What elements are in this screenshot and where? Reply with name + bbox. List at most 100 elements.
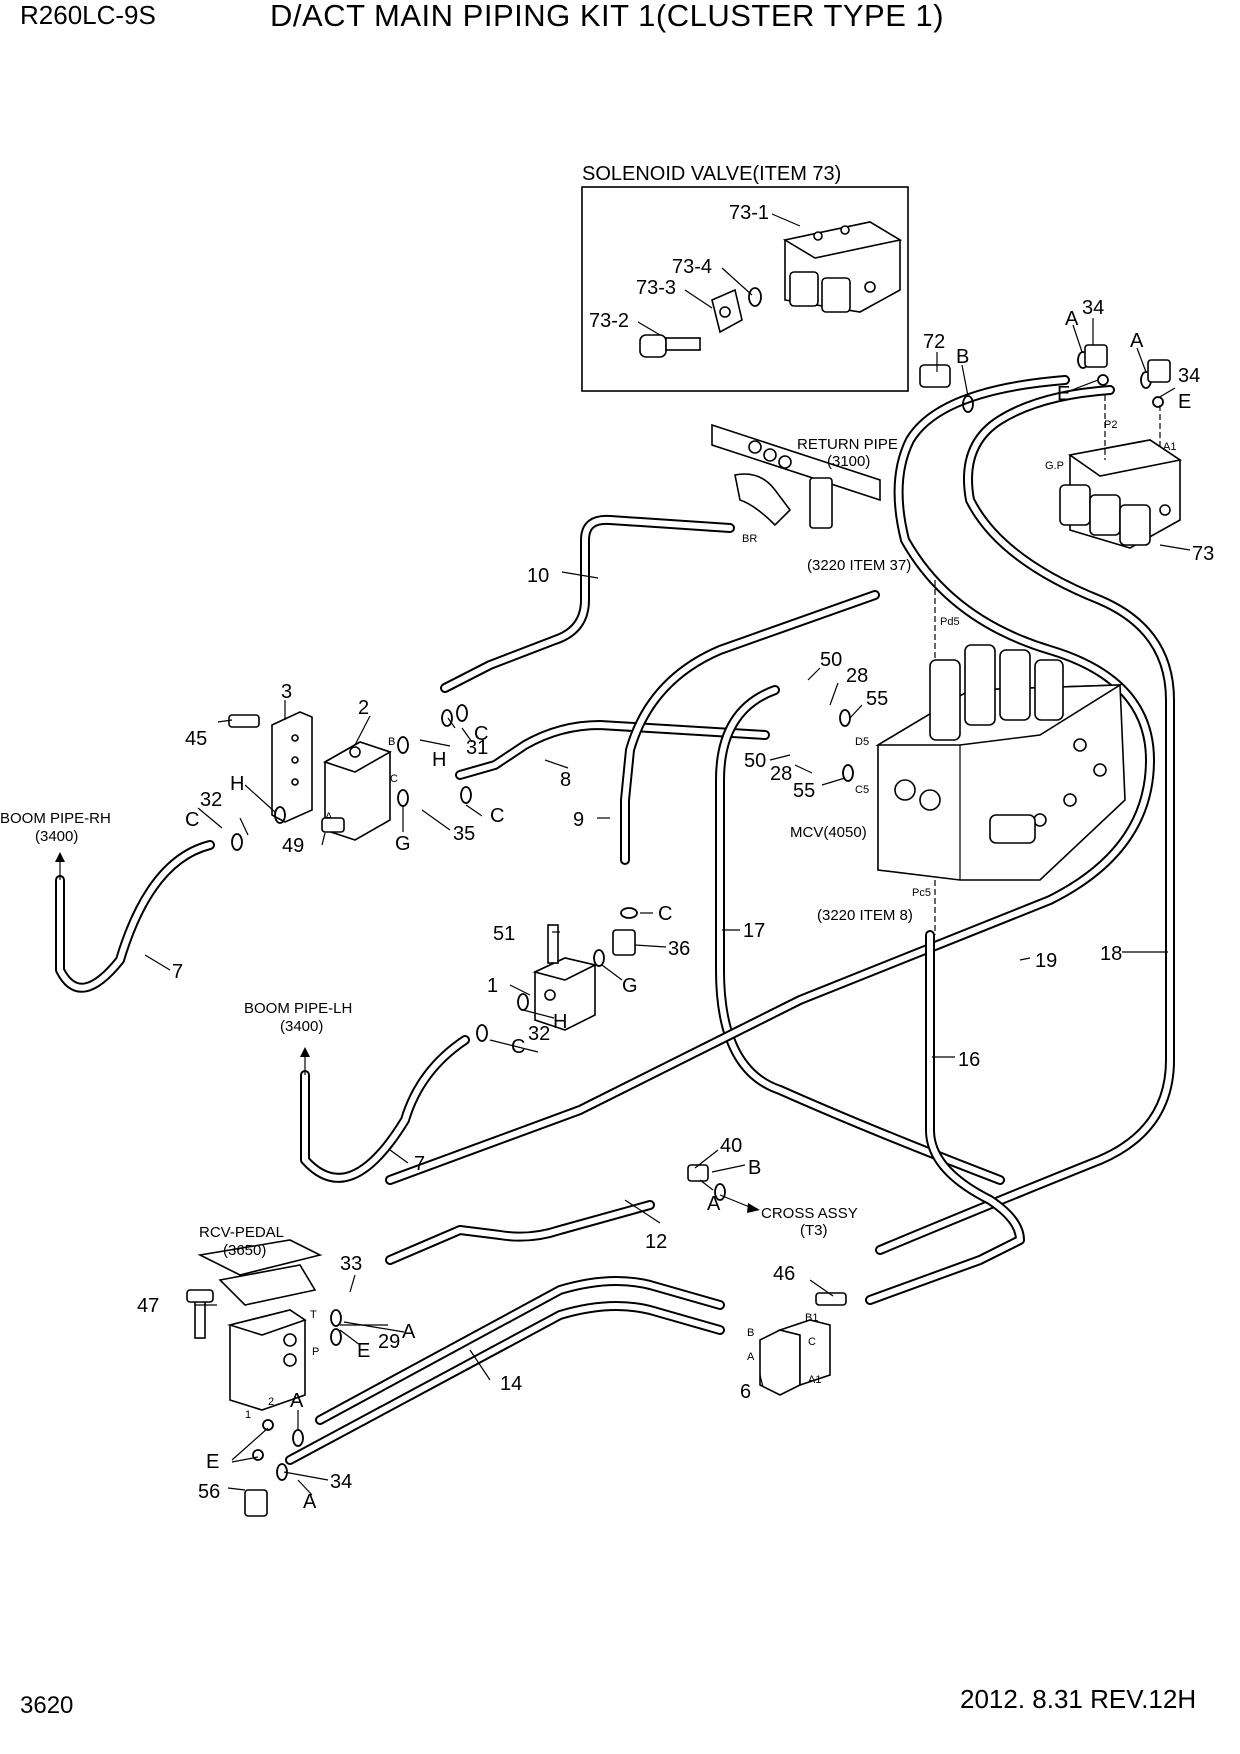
port-d5: D5	[855, 736, 869, 748]
callout-49: 49	[282, 835, 304, 857]
port-block-c: C	[390, 773, 398, 785]
callout-h3: H	[553, 1011, 567, 1033]
callout-28a: 28	[846, 665, 868, 687]
port-block-b: B	[388, 736, 395, 748]
cross-assy-number: (T3)	[800, 1222, 828, 1239]
hose-lines	[55, 375, 1175, 1465]
page-title: D/ACT MAIN PIPING KIT 1(CLUSTER TYPE 1)	[270, 0, 945, 33]
terminal-6: B A B1 C A1	[747, 1312, 831, 1396]
callout-51: 51	[493, 923, 515, 945]
port-term-a: A	[747, 1351, 755, 1363]
callout-7a: 7	[172, 961, 183, 983]
solenoid-valve-73: P2 G.P A1	[1045, 395, 1183, 549]
callout-a3: A	[707, 1193, 721, 1215]
callout-28b: 28	[770, 763, 792, 785]
inset-title: SOLENOID VALVE(ITEM 73)	[582, 163, 841, 185]
callout-1: 1	[487, 975, 498, 997]
callout-55a: 55	[866, 688, 888, 710]
rcv-pedal-number: (3650)	[223, 1242, 266, 1259]
arrow-up-icon	[300, 1047, 310, 1057]
port-term-b: B	[747, 1327, 754, 1339]
callout-c5: C	[511, 1036, 525, 1058]
callout-40: 40	[720, 1135, 742, 1157]
model-code: R260LC-9S	[20, 0, 156, 30]
callout-32b: 32	[528, 1023, 550, 1045]
callout-50b: 50	[744, 750, 766, 772]
boom-rh-label: BOOM PIPE-RH	[0, 810, 111, 827]
callout-e2: E	[1178, 391, 1191, 413]
callout-9: 9	[573, 809, 584, 831]
callout-c3: C	[490, 805, 504, 827]
callout-c2: C	[185, 809, 199, 831]
return-pipe-label: RETURN PIPE	[797, 436, 898, 453]
callout-73-2: 73-2	[589, 310, 629, 332]
callout-6: 6	[740, 1381, 751, 1403]
callout-7b: 7	[414, 1153, 425, 1175]
cross-assy-ref: CROSS ASSY (T3)	[719, 1194, 858, 1239]
callout-18: 18	[1100, 943, 1122, 965]
port-p2: P2	[1104, 419, 1117, 431]
coil-nut-73-3-icon	[711, 288, 743, 334]
callout-g1: G	[395, 833, 411, 855]
port-block-a: A	[325, 811, 333, 823]
callout-a6: A	[303, 1491, 317, 1513]
callout-10: 10	[527, 565, 549, 587]
leader-lines	[144, 318, 1191, 1496]
return-pipe-number: (3100)	[827, 453, 870, 470]
callout-h1: H	[432, 749, 446, 771]
callout-a2: A	[1130, 330, 1144, 352]
oring-73-4-icon	[748, 287, 762, 307]
port-pc5: Pc5	[912, 887, 931, 899]
cross-assy-label: CROSS ASSY	[761, 1205, 858, 1222]
callout-c4: C	[658, 903, 672, 925]
port-term-a1: A1	[808, 1374, 821, 1386]
port-term-b1: B1	[805, 1312, 818, 1324]
boom-rh-number: (3400)	[35, 828, 78, 845]
revision-date: 2012. 8.31 REV.12H	[960, 1684, 1197, 1714]
ref-item8: (3220 ITEM 8)	[817, 907, 913, 924]
callout-36: 36	[668, 938, 690, 960]
plate-3	[271, 711, 313, 823]
callout-17: 17	[743, 920, 765, 942]
callout-8: 8	[560, 769, 571, 791]
callout-73-1: 73-1	[729, 202, 769, 224]
port-pedal-p: P	[312, 1346, 319, 1358]
callout-3: 3	[281, 681, 292, 703]
block-1	[532, 957, 598, 1031]
callout-g2: G	[622, 975, 638, 997]
port-c5: C5	[855, 784, 869, 796]
callout-29: 29	[378, 1331, 400, 1353]
callout-16: 16	[958, 1049, 980, 1071]
callout-14: 14	[500, 1373, 522, 1395]
solenoid-valve-body-icon	[782, 221, 903, 313]
callout-45: 45	[185, 728, 207, 750]
callout-e4: E	[206, 1451, 219, 1473]
callout-34c: 34	[330, 1471, 352, 1493]
return-pipe-assembly: RETURN PIPE (3100) BR	[711, 423, 898, 545]
callout-31: 31	[466, 737, 488, 759]
ref-item37: (3220 ITEM 37)	[807, 557, 911, 574]
callout-47: 47	[137, 1295, 159, 1317]
callout-b2: B	[956, 346, 969, 368]
boom-lh-label: BOOM PIPE-LH	[244, 1000, 352, 1017]
boom-lh-number: (3400)	[280, 1018, 323, 1035]
boom-lh-ref: BOOM PIPE-LH (3400)	[244, 1000, 352, 1075]
port-a1: A1	[1163, 441, 1176, 453]
callout-56: 56	[198, 1481, 220, 1503]
block-2: A B C	[323, 736, 398, 841]
callout-35: 35	[453, 823, 475, 845]
callout-73-3: 73-3	[636, 277, 676, 299]
callout-12: 12	[645, 1231, 667, 1253]
callout-50a: 50	[820, 649, 842, 671]
callout-h2: H	[230, 773, 244, 795]
arrow-right-icon	[747, 1203, 760, 1213]
callout-a1: A	[1065, 308, 1079, 330]
port-br: BR	[742, 533, 757, 545]
callout-73-4: 73-4	[672, 256, 712, 278]
mcv-label: MCV(4050)	[790, 824, 867, 841]
callout-2: 2	[358, 697, 369, 719]
callout-73: 73	[1192, 543, 1214, 565]
port-pd5: Pd5	[940, 616, 960, 628]
callout-34b: 34	[1178, 365, 1200, 387]
rcv-pedal-label: RCV-PEDAL	[199, 1224, 284, 1241]
